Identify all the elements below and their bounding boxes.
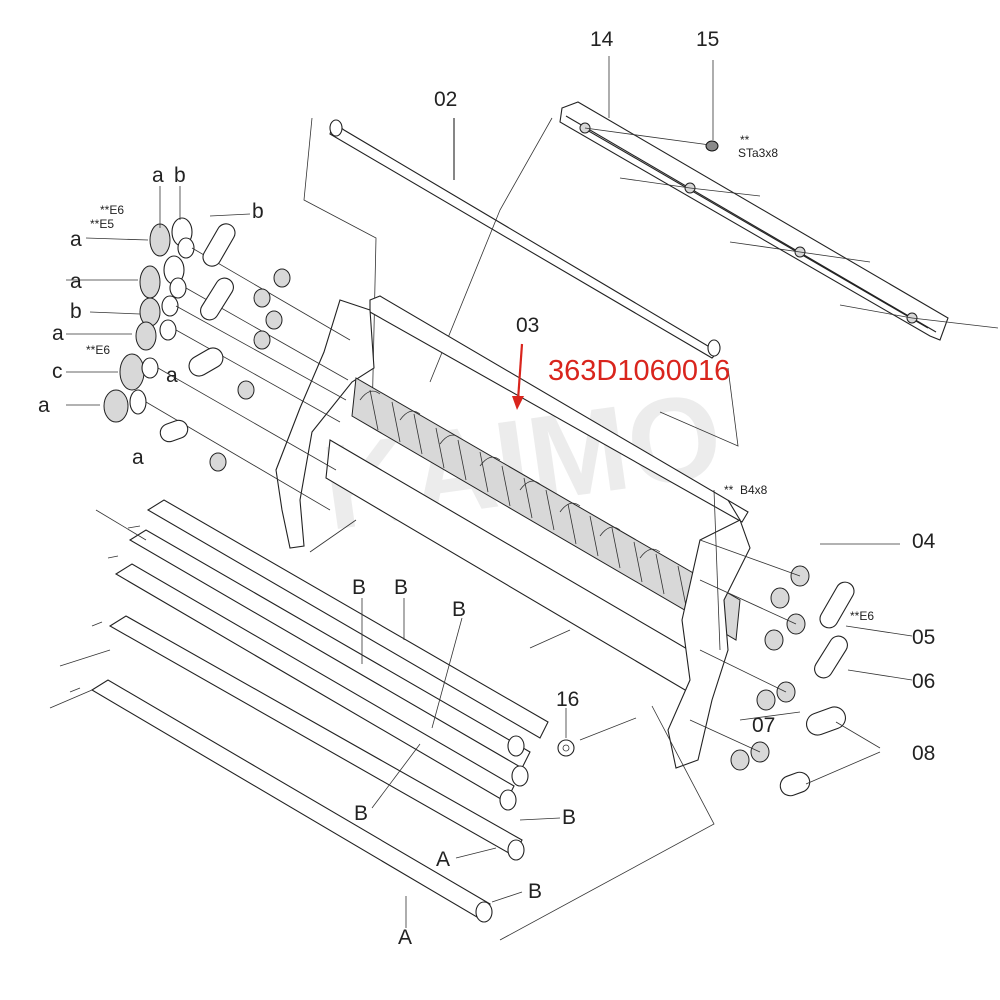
bracket-line [59, 649, 111, 667]
pulleys-left [209, 268, 291, 472]
label-a-bottom: a [132, 446, 144, 469]
pulleys-right [689, 539, 810, 771]
belts-right [779, 581, 855, 797]
bracket-line [49, 689, 93, 709]
gear-stack-left [103, 217, 351, 511]
label-15-stars: ** [740, 133, 750, 147]
bracket-line [429, 117, 553, 383]
bracket-line [659, 367, 739, 447]
label-07-stars: ** [724, 483, 734, 497]
label-a-3: a [52, 322, 64, 345]
belts-left [159, 223, 236, 443]
washer-16 [557, 708, 637, 757]
part-number-label: 363D1060016 [548, 355, 730, 387]
label-B-3: B [452, 598, 466, 621]
leader-lines [66, 56, 913, 928]
label-A-2: A [398, 926, 412, 949]
label-e6-mid: **E6 [86, 343, 110, 357]
label-B-1: B [352, 576, 366, 599]
label-a-4: a [38, 394, 50, 417]
label-a-1: a [70, 228, 82, 251]
label-A-1: A [436, 848, 450, 871]
label-b-belt: b [252, 200, 264, 223]
guide-bar-14 [559, 101, 999, 341]
rollers-lower [69, 499, 549, 923]
label-03: 03 [516, 314, 539, 337]
label-15: 15 [696, 28, 719, 51]
label-02: 02 [434, 88, 457, 111]
bracket-line [499, 705, 715, 941]
label-04: 04 [912, 530, 936, 553]
label-B-2: B [394, 576, 408, 599]
bracket-line [303, 117, 377, 421]
label-b-top: b [174, 164, 186, 187]
label-B-4: B [354, 802, 368, 825]
bracket-line [529, 629, 571, 649]
bracket-line [95, 509, 147, 541]
roller-02 [329, 118, 721, 359]
label-14: 14 [590, 28, 614, 51]
label-e5: **E5 [90, 217, 114, 231]
label-16: 16 [556, 688, 579, 711]
screw-15 [705, 60, 719, 152]
label-c: c [52, 360, 63, 383]
label-a-pulley: a [166, 364, 178, 387]
label-b-left: b [70, 300, 82, 323]
part-03-pointer [512, 343, 524, 410]
label-07-screw: B4x8 [740, 483, 768, 497]
bracket-line [309, 519, 357, 553]
label-06: 06 [912, 670, 935, 693]
label-08: 08 [912, 742, 935, 765]
label-B-6: B [528, 880, 542, 903]
label-a-top: a [152, 164, 164, 187]
label-e6-top: **E6 [100, 203, 124, 217]
label-05: 05 [912, 626, 935, 649]
label-a-2: a [70, 270, 82, 293]
frame-03 [275, 295, 751, 769]
label-B-5: B [562, 806, 576, 829]
label-07: 07 [752, 714, 775, 737]
label-05-e6: **E6 [850, 609, 874, 623]
label-15-screw: STa3x8 [738, 146, 778, 160]
